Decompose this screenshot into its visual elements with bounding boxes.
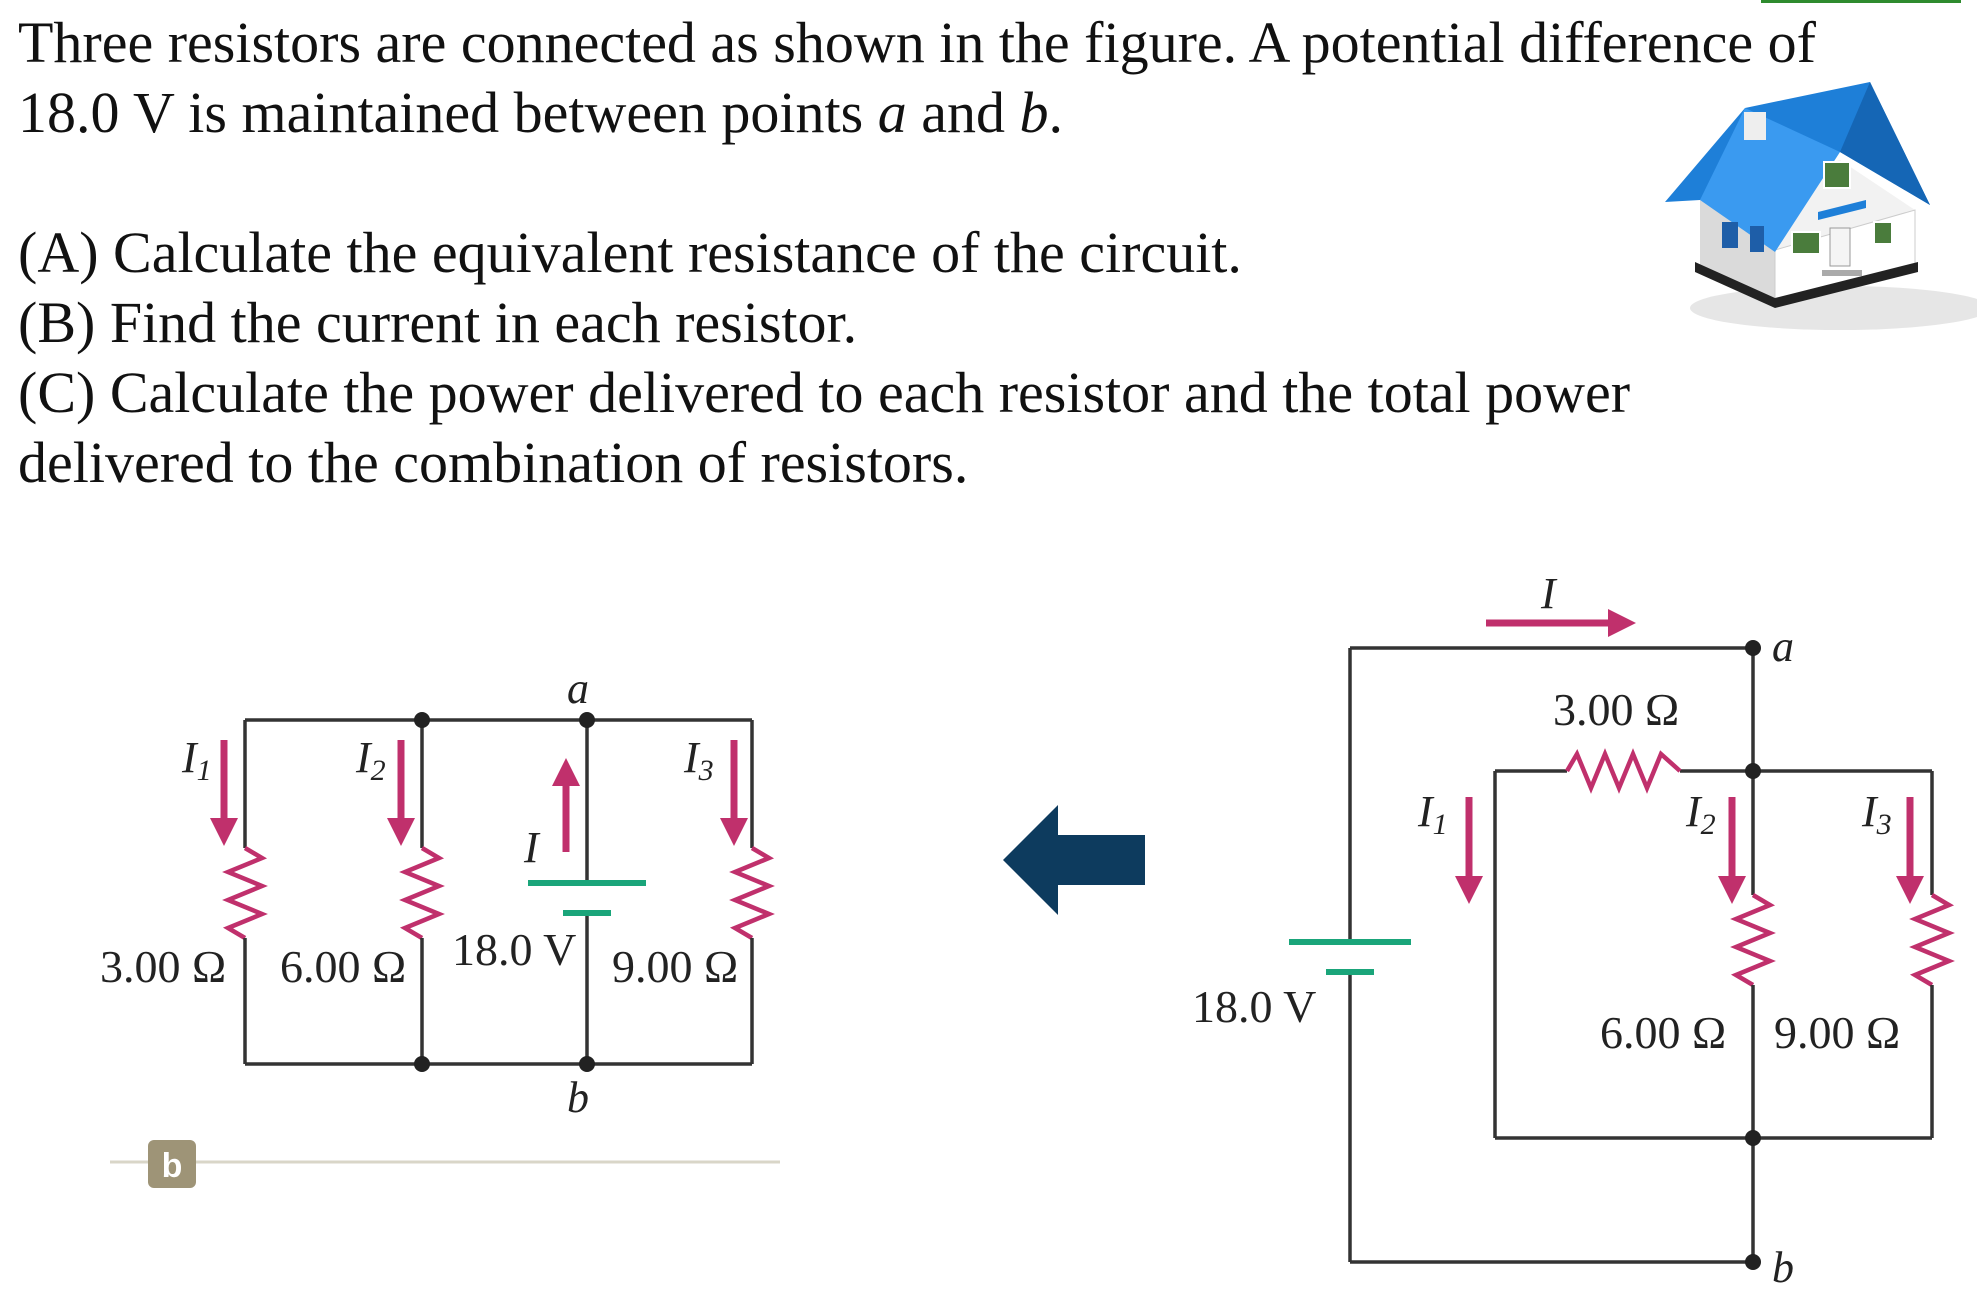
right-label-r3: 9.00 Ω (1774, 1007, 1900, 1058)
problem-line-2: 18.0 V is maintained between points a an… (18, 80, 1063, 145)
question-b: (B) Find the current in each resistor. (18, 290, 858, 355)
problem-text: Three resistors are connected as shown i… (18, 8, 1898, 498)
right-label-b: b (1772, 1243, 1794, 1292)
right-label-battery: 18.0 V (1192, 981, 1316, 1032)
right-label-r2: 6.00 Ω (1600, 1007, 1726, 1058)
right-circuit: I a b 3.00 Ω I1 I2 I3 18.0 V 6.00 Ω 9.00… (1192, 569, 1955, 1292)
left-label-battery: 18.0 V (452, 924, 576, 975)
right-junction-merge (1745, 1130, 1761, 1146)
left-junction-top-2 (414, 712, 430, 728)
question-c-line-1: (C) Calculate the power delivered to eac… (18, 360, 1631, 425)
question-a: (A) Calculate the equivalent resistance … (18, 220, 1242, 285)
right-label-r1: 3.00 Ω (1553, 684, 1679, 735)
left-arrow-icon (1003, 805, 1145, 915)
left-label-a: a (567, 664, 589, 713)
right-junction-b (1745, 1254, 1761, 1270)
right-label-i2: I2 (1685, 787, 1716, 841)
left-junction-a (579, 712, 595, 728)
left-junction-bottom-2 (414, 1056, 430, 1072)
figure-badge-label: b (162, 1147, 183, 1185)
left-label-r1: 3.00 Ω (100, 941, 226, 992)
left-label-i2: I2 (355, 733, 386, 787)
right-junction-a (1745, 640, 1761, 656)
left-label-i3: I3 (683, 733, 714, 787)
left-circuit: a b I1 I2 I I3 3.00 Ω 6.00 Ω 18.0 V 9.00… (100, 664, 780, 1188)
question-c-line-2: delivered to the combination of resistor… (18, 430, 969, 495)
left-label-i: I (523, 823, 541, 872)
figure-badge (148, 1140, 196, 1188)
right-label-a: a (1772, 622, 1794, 671)
left-label-i1: I1 (181, 733, 212, 787)
right-label-i3: I3 (1861, 787, 1892, 841)
left-circuit-wires (222, 718, 775, 1066)
problem-line-1: Three resistors are connected as shown i… (18, 10, 1816, 75)
left-label-r2: 6.00 Ω (280, 941, 406, 992)
right-circuit-wires (1348, 646, 1955, 1264)
right-label-i1: I1 (1417, 787, 1448, 841)
left-junction-b (579, 1056, 595, 1072)
right-label-i: I (1540, 569, 1558, 618)
house-icon (1665, 82, 1977, 330)
left-label-r3: 9.00 Ω (612, 941, 738, 992)
right-junction-split (1745, 763, 1761, 779)
top-accent-bar (1761, 0, 1961, 3)
left-label-b: b (567, 1073, 589, 1122)
right-resistor-3-ohm (1565, 748, 1682, 794)
